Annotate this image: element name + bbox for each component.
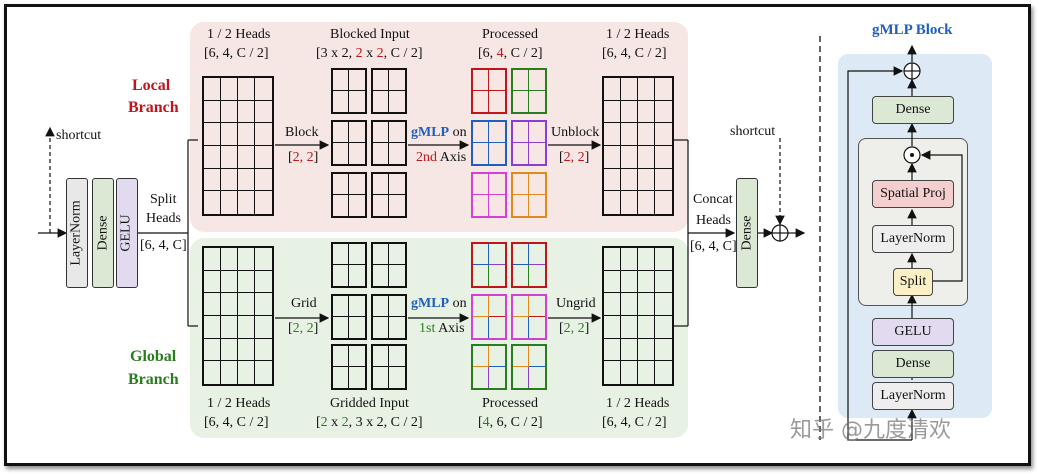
local-blocked-3 [331, 120, 367, 166]
global-col4-footer-1: 1 / 2 Heads [606, 396, 670, 411]
global-gridded-6 [371, 344, 407, 390]
global-processed-1 [471, 242, 507, 288]
global-branch-title-1: Global [130, 348, 177, 365]
global-col3-footer-2: [4, 6, C / 2] [478, 415, 543, 430]
local-processed-5 [471, 172, 507, 218]
global-grid-label: Grid [291, 296, 317, 311]
local-input-grid [202, 76, 274, 216]
local-blocked-6 [371, 172, 407, 218]
global-axis-label: 1st Axis [419, 321, 465, 336]
global-input-grid [202, 246, 274, 386]
spatial-proj-box: Spatial Proj [872, 180, 954, 208]
gmlp-block-title: gMLP Block [872, 22, 953, 38]
local-gmlp-label: gMLP on [411, 125, 467, 140]
local-col4-header-1: 1 / 2 Heads [606, 27, 670, 42]
global-col1-footer-1: 1 / 2 Heads [207, 396, 271, 411]
global-col3-footer-1: Processed [482, 396, 538, 411]
local-processed-4 [511, 120, 547, 166]
local-col3-header-2: [6, 4, C / 2] [478, 46, 543, 61]
local-output-grid [602, 76, 674, 216]
global-grid-size: [2, 2] [288, 321, 319, 336]
global-branch-title-2: Branch [128, 371, 179, 388]
split-heads-label-2: Heads [146, 211, 181, 226]
right-shortcut-label: shortcut [730, 124, 776, 139]
global-processed-5 [471, 344, 507, 390]
local-branch-title-1: Local [132, 77, 171, 94]
global-col2-footer-2: [2 x 2, 3 x 2, C / 2] [316, 415, 423, 430]
gmlp-dense-bottom: Dense [872, 350, 954, 378]
local-processed-1 [471, 68, 507, 114]
local-col1-header-2: [6, 4, C / 2] [204, 46, 269, 61]
global-col1-footer-2: [6, 4, C / 2] [204, 415, 269, 430]
global-processed-4 [511, 294, 547, 340]
concat-heads-label-2: Heads [696, 213, 731, 228]
split-heads-label-1: Split [150, 192, 177, 207]
concat-heads-label-1: Concat [693, 192, 733, 207]
layernorm-box: LayerNorm [66, 178, 88, 288]
local-unblock-size: [2, 2] [559, 150, 590, 165]
local-blocked-2 [371, 68, 407, 114]
global-col2-footer-1: Gridded Input [330, 396, 409, 411]
global-ungrid-size: [2, 2] [559, 321, 590, 336]
global-gridded-4 [371, 294, 407, 340]
local-branch-title-2: Branch [128, 99, 179, 116]
global-processed-6 [511, 344, 547, 390]
gmlp-layernorm-inner: LayerNorm [872, 225, 954, 253]
global-gridded-3 [331, 294, 367, 340]
local-unblock-label: Unblock [551, 125, 600, 140]
local-blocked-5 [331, 172, 367, 218]
global-processed-3 [471, 294, 507, 340]
local-col1-header-1: 1 / 2 Heads [207, 27, 271, 42]
dense-box-left: Dense [92, 178, 114, 288]
dense-box-right: Dense [736, 178, 758, 288]
global-col4-footer-2: [6, 4, C / 2] [602, 415, 667, 430]
local-block-size: [2, 2] [288, 150, 319, 165]
global-gridded-2 [371, 242, 407, 288]
split-heads-shape: [6, 4, C] [140, 238, 187, 253]
gmlp-dense-top: Dense [872, 96, 954, 124]
local-blocked-4 [371, 120, 407, 166]
local-col2-header-2: [3 x 2, 2 x 2, C / 2] [316, 46, 423, 61]
global-gmlp-label: gMLP on [411, 296, 467, 311]
global-gridded-1 [331, 242, 367, 288]
local-col3-header-1: Processed [482, 27, 538, 42]
split-box: Split [893, 268, 933, 296]
global-output-grid [602, 246, 674, 386]
left-shortcut-label: shortcut [56, 128, 102, 143]
gelu-box-left: GELU [116, 178, 138, 288]
gmlp-gelu-box: GELU [872, 318, 954, 346]
concat-heads-shape: [6, 4, C] [690, 239, 737, 254]
local-col2-header-1: Blocked Input [330, 27, 410, 42]
local-processed-3 [471, 120, 507, 166]
local-col4-header-2: [6, 4, C / 2] [602, 46, 667, 61]
global-processed-2 [511, 242, 547, 288]
watermark: 知乎 @九度清欢 [790, 418, 951, 443]
gmlp-layernorm-bottom: LayerNorm [872, 382, 954, 410]
local-axis-label: 2nd Axis [416, 150, 467, 165]
local-processed-2 [511, 68, 547, 114]
local-block-label: Block [285, 125, 319, 140]
local-blocked-1 [331, 68, 367, 114]
global-gridded-5 [331, 344, 367, 390]
global-ungrid-label: Ungrid [556, 296, 596, 311]
local-processed-6 [511, 172, 547, 218]
